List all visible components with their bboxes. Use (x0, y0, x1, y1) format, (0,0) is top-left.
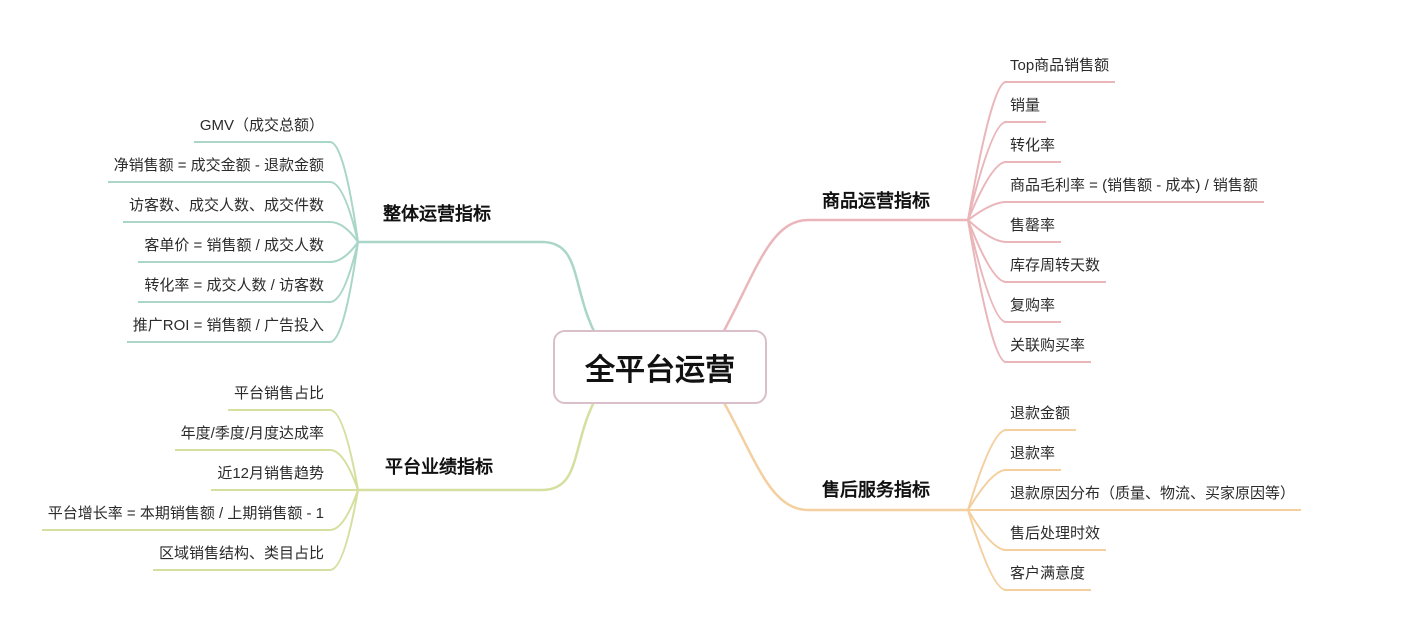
leaf-connector (329, 489, 359, 571)
branch-topic-overall[interactable]: 整体运营指标 (383, 204, 491, 224)
leaf-topic[interactable]: 推广ROI = 销售额 / 广告投入 (126, 317, 330, 343)
leaf-connector (967, 219, 1007, 363)
leaf-topic[interactable]: 退款率 (1004, 445, 1062, 471)
leaf-connector (329, 181, 359, 243)
leaf-topic[interactable]: 区域销售结构、类目占比 (152, 545, 330, 571)
leaf-connector (967, 121, 1007, 221)
leaf-topic[interactable]: 退款金额 (1004, 405, 1077, 431)
leaf-connector (967, 509, 1007, 591)
leaf-topic[interactable]: 销量 (1004, 97, 1047, 123)
leaf-topic[interactable]: 平台销售占比 (227, 385, 330, 411)
leaf-connector (967, 469, 1007, 511)
leaf-connector (329, 449, 359, 491)
leaf-topic[interactable]: 售罄率 (1004, 217, 1062, 243)
leaf-connector (967, 429, 1007, 511)
leaf-topic[interactable]: 客单价 = 销售额 / 成交人数 (138, 237, 330, 263)
leaf-connector (967, 201, 1007, 221)
branch-topic-aftersales[interactable]: 售后服务指标 (822, 480, 930, 500)
leaf-topic[interactable]: 关联购买率 (1004, 337, 1092, 363)
leaf-connector (329, 489, 359, 531)
leaf-topic[interactable]: GMV（成交总额） (193, 117, 330, 143)
leaf-connector (967, 219, 1007, 243)
leaf-topic[interactable]: 年度/季度/月度达成率 (174, 425, 330, 451)
leaf-topic[interactable]: 退款原因分布（质量、物流、买家原因等） (1004, 485, 1302, 511)
leaf-connector (329, 241, 359, 343)
branch-topic-platform[interactable]: 平台业绩指标 (385, 457, 493, 477)
leaf-connector (967, 219, 1007, 283)
leaf-connector (967, 81, 1007, 221)
leaf-topic[interactable]: 净销售额 = 成交金额 - 退款金额 (107, 157, 330, 183)
leaf-connector (967, 161, 1007, 221)
leaf-topic[interactable]: 售后处理时效 (1004, 525, 1107, 551)
branch-trunk-product (710, 218, 970, 354)
leaf-topic[interactable]: 商品毛利率 = (销售额 - 成本) / 销售额 (1004, 177, 1264, 203)
leaf-connector (329, 141, 359, 243)
leaf-topic[interactable]: Top商品销售额 (1004, 57, 1116, 83)
leaf-connector (329, 221, 359, 243)
leaf-connector (967, 219, 1007, 323)
leaf-connector (329, 241, 359, 263)
leaf-topic[interactable]: 转化率 (1004, 137, 1062, 163)
leaf-topic[interactable]: 平台增长率 = 本期销售额 / 上期销售额 - 1 (41, 505, 330, 531)
leaf-connector (329, 241, 359, 303)
branch-trunk-aftersales (710, 380, 970, 512)
leaf-topic[interactable]: 客户满意度 (1004, 565, 1092, 591)
leaf-topic[interactable]: 转化率 = 成交人数 / 访客数 (138, 277, 330, 303)
center-topic-node[interactable]: 全平台运营 (553, 330, 767, 404)
leaf-topic[interactable]: 访客数、成交人数、成交件数 (122, 197, 330, 223)
leaf-topic[interactable]: 复购率 (1004, 297, 1062, 323)
leaf-topic[interactable]: 库存周转天数 (1004, 257, 1107, 283)
branch-topic-product[interactable]: 商品运营指标 (822, 191, 930, 211)
leaf-connector (967, 509, 1007, 551)
leaf-topic[interactable]: 近12月销售趋势 (211, 465, 330, 491)
leaf-connector (329, 409, 359, 491)
